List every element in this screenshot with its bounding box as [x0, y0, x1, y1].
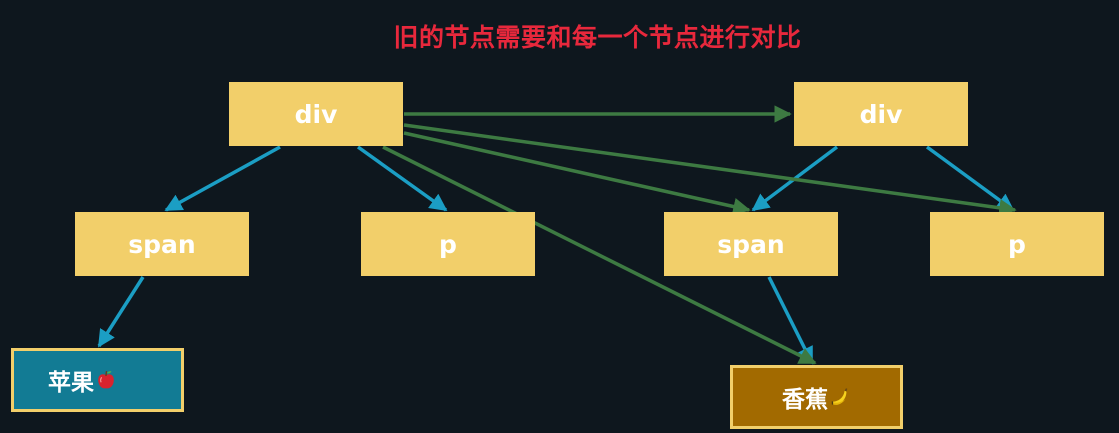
banana-icon: [831, 388, 848, 405]
edge-old-div-p: [356, 145, 448, 212]
apple-icon: [98, 371, 114, 389]
compare-div-to-p: [403, 123, 1017, 217]
compare-div-to-banana: [382, 145, 817, 365]
diagram-title: 旧的节点需要和每一个节点进行对比: [393, 23, 802, 52]
new-span-node: span: [664, 212, 838, 276]
new-root-node: div: [794, 82, 968, 146]
new-p-node: p: [930, 212, 1104, 276]
old-root-node: div: [229, 82, 403, 146]
banana-leaf-label: 香蕉: [782, 387, 828, 413]
apple-leaf-label: 苹果: [48, 370, 94, 396]
banana-leaf-node: 香蕉: [730, 365, 903, 429]
apple-leaf-node: 苹果: [11, 348, 184, 412]
edge-old-div-span: [164, 145, 281, 212]
old-span-node: span: [75, 212, 249, 276]
compare-div-to-span: [403, 131, 751, 216]
edge-old-span-apple: [97, 276, 145, 348]
old-p-node: p: [361, 212, 535, 276]
